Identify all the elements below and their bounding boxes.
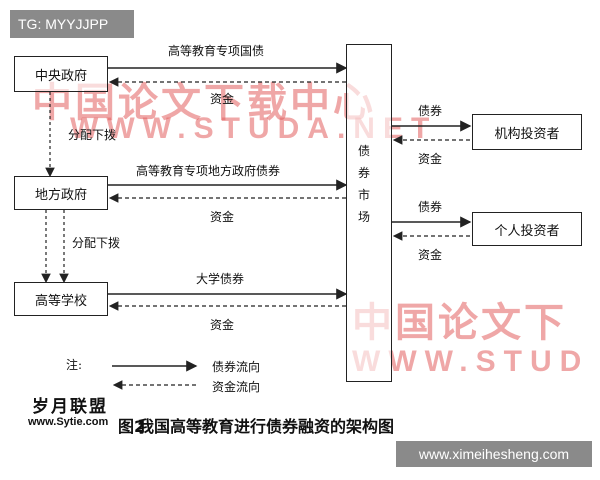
individual-investor-label: 个人投资者 bbox=[494, 223, 560, 239]
legend-title: 注: bbox=[66, 358, 83, 372]
label-central-fund: 资金 bbox=[210, 92, 235, 106]
central-government-box: 中央政府 bbox=[14, 56, 108, 92]
caption-prefix: 图2 bbox=[118, 417, 146, 436]
label-local-bond: 高等教育专项地方政府债券 bbox=[136, 164, 281, 178]
label-central-bond: 高等教育专项国债 bbox=[168, 44, 265, 58]
central-government-label: 中央政府 bbox=[34, 68, 87, 84]
label-indiv-fund: 资金 bbox=[418, 248, 443, 262]
university-box: 高等学校 bbox=[14, 282, 108, 316]
local-government-box: 地方政府 bbox=[14, 176, 108, 210]
label-alloc-1: 分配下拨 bbox=[68, 128, 117, 142]
local-government-label: 地方政府 bbox=[34, 187, 87, 203]
brand-url: www.Sytie.com bbox=[28, 416, 109, 428]
label-local-fund: 资金 bbox=[210, 210, 235, 224]
label-indiv-bond: 债券 bbox=[418, 200, 443, 214]
figure-caption: 我国高等教育进行债券融资的架构图 bbox=[138, 417, 395, 436]
label-univ-fund: 资金 bbox=[210, 318, 235, 332]
bond-market-label: 债 券 市 场 bbox=[357, 144, 370, 224]
footer-url[interactable]: www.ximeihesheng.com bbox=[396, 441, 592, 467]
institutional-investor-box: 机构投资者 bbox=[472, 114, 582, 150]
institutional-investor-label: 机构投资者 bbox=[494, 126, 560, 142]
legend-fund-label: 资金流向 bbox=[212, 380, 261, 394]
label-alloc-2: 分配下拨 bbox=[72, 236, 121, 250]
individual-investor-box: 个人投资者 bbox=[472, 212, 582, 246]
label-univ-bond: 大学债券 bbox=[196, 272, 245, 286]
legend-bond-label: 债券流向 bbox=[212, 360, 261, 374]
brand-name: 岁月联盟 bbox=[32, 397, 108, 417]
tg-tag: TG: MYYJJPP bbox=[10, 10, 134, 38]
bond-market-box bbox=[346, 44, 392, 382]
university-label: 高等学校 bbox=[34, 293, 87, 309]
label-inst-bond: 债券 bbox=[418, 104, 443, 118]
label-inst-fund: 资金 bbox=[418, 152, 443, 166]
